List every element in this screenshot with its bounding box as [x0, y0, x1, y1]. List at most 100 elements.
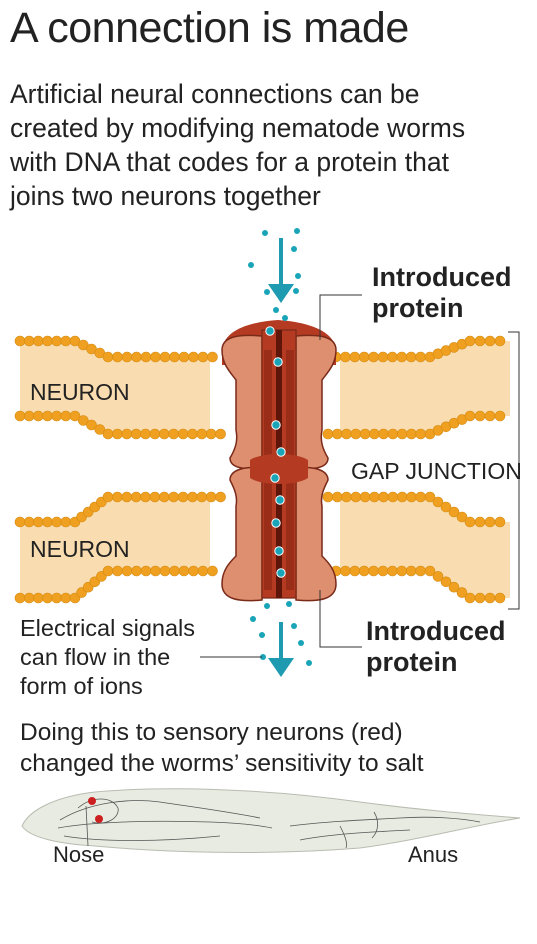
- protein-label-top: Introduced protein: [372, 262, 512, 323]
- membrane-bead: [60, 410, 72, 422]
- page-title: A connection is made: [10, 4, 409, 52]
- membrane-bead: [322, 428, 334, 440]
- gap-junction-label: GAP JUNCTION: [351, 458, 522, 484]
- membrane-bead: [340, 351, 351, 363]
- membrane-bead: [396, 491, 408, 503]
- membrane-bead: [494, 410, 506, 422]
- membrane-bead: [121, 351, 133, 363]
- membrane-bead: [196, 491, 208, 503]
- neuron-label-bottom: NEURON: [30, 536, 130, 562]
- membrane-bead: [359, 491, 371, 503]
- membrane-bead: [387, 491, 399, 503]
- membrane-bead: [42, 410, 53, 422]
- membrane-bead: [60, 335, 72, 347]
- worm-anus-label: Anus: [408, 842, 459, 867]
- membrane-bead: [86, 419, 97, 431]
- membrane-bead: [32, 410, 44, 422]
- membrane-bead: [484, 516, 496, 528]
- membrane-bead: [406, 491, 417, 503]
- membrane-bead: [369, 428, 380, 440]
- membrane-bead: [424, 491, 436, 503]
- membrane-bead: [177, 428, 189, 440]
- membrane-bead: [349, 351, 361, 363]
- membrane-bead: [215, 491, 226, 503]
- membrane-bead: [368, 351, 379, 363]
- membrane-bead: [32, 335, 44, 347]
- membrane-bead: [42, 335, 53, 347]
- membrane-bead: [456, 587, 468, 598]
- membrane-bead: [140, 351, 152, 363]
- membrane-bead: [178, 565, 190, 577]
- membrane-bead: [102, 428, 114, 440]
- membrane-bead: [140, 491, 151, 503]
- membrane-bead: [121, 565, 133, 577]
- membrane-bead: [484, 592, 496, 604]
- neuron-top-membrane: [20, 341, 510, 434]
- membrane-bead: [60, 516, 72, 528]
- membrane-bead: [78, 415, 89, 426]
- membrane-bead: [396, 351, 408, 363]
- membrane-bead: [51, 335, 63, 347]
- membrane-bead: [406, 428, 417, 440]
- ions-incoming: [248, 228, 301, 321]
- intro-text: Artificial neural connections can be cre…: [10, 77, 530, 213]
- membrane-bead: [415, 491, 427, 503]
- membrane-bead: [378, 491, 389, 503]
- membrane-bead: [358, 351, 370, 363]
- membrane-bead: [159, 428, 170, 440]
- membrane-bead: [23, 592, 35, 604]
- membrane-bead: [350, 491, 362, 503]
- intro-line: Artificial neural connections can be: [10, 79, 420, 109]
- membrane-bead: [102, 565, 114, 577]
- membrane-bead: [112, 428, 123, 440]
- membrane-bead: [359, 428, 371, 440]
- membrane-bead: [188, 565, 199, 577]
- membrane-bead: [322, 491, 334, 503]
- worm-nose-label: Nose: [53, 842, 105, 867]
- membrane-bead: [150, 351, 161, 363]
- membrane-bead: [424, 565, 436, 577]
- membrane-bead: [448, 581, 460, 593]
- membrane-bead: [168, 491, 179, 503]
- membrane-bead: [140, 428, 151, 440]
- membrane-bead: [14, 592, 26, 604]
- protein-label-bottom: Introduced protein: [366, 616, 506, 677]
- membrane-bead: [14, 335, 26, 347]
- membrane-bead: [197, 565, 209, 577]
- footer-text: Doing this to sensory neurons (red) chan…: [20, 717, 424, 779]
- membrane-bead: [387, 565, 398, 577]
- electrical-signals-label: Electrical signals can flow in the form …: [20, 615, 196, 699]
- membrane-bead: [69, 410, 81, 422]
- membrane-bead: [51, 516, 63, 528]
- membrane-bead: [51, 592, 63, 604]
- sensory-neuron-dot: [95, 815, 103, 823]
- membrane-bead: [358, 565, 370, 577]
- membrane-bead: [456, 511, 468, 523]
- membrane-bead: [369, 491, 380, 503]
- membrane-bead: [494, 592, 506, 604]
- membrane-bead: [23, 335, 35, 347]
- membrane-bead: [169, 351, 180, 363]
- membrane-bead: [196, 428, 208, 440]
- membrane-bead: [350, 428, 362, 440]
- membrane-bead: [331, 491, 343, 503]
- membrane-bead: [340, 565, 351, 577]
- membrane-bead: [432, 496, 444, 508]
- membrane-bead: [112, 491, 123, 503]
- membrane-bead: [130, 428, 142, 440]
- leader-lines: [200, 294, 520, 658]
- membrane-bead: [42, 516, 53, 528]
- membrane-bead: [474, 592, 486, 604]
- membrane-bead: [378, 428, 389, 440]
- membrane-bead: [341, 491, 352, 503]
- membrane-bead: [177, 491, 189, 503]
- neuron-bottom-membrane: [20, 497, 510, 598]
- membrane-bead: [94, 424, 106, 435]
- membrane-bead: [215, 428, 226, 440]
- intro-line: created by modifying nematode worms: [10, 113, 466, 143]
- footer-line: Doing this to sensory neurons (red): [20, 719, 403, 746]
- membrane-bead: [150, 565, 161, 577]
- membrane-bead: [464, 592, 476, 604]
- membrane-bead: [396, 565, 408, 577]
